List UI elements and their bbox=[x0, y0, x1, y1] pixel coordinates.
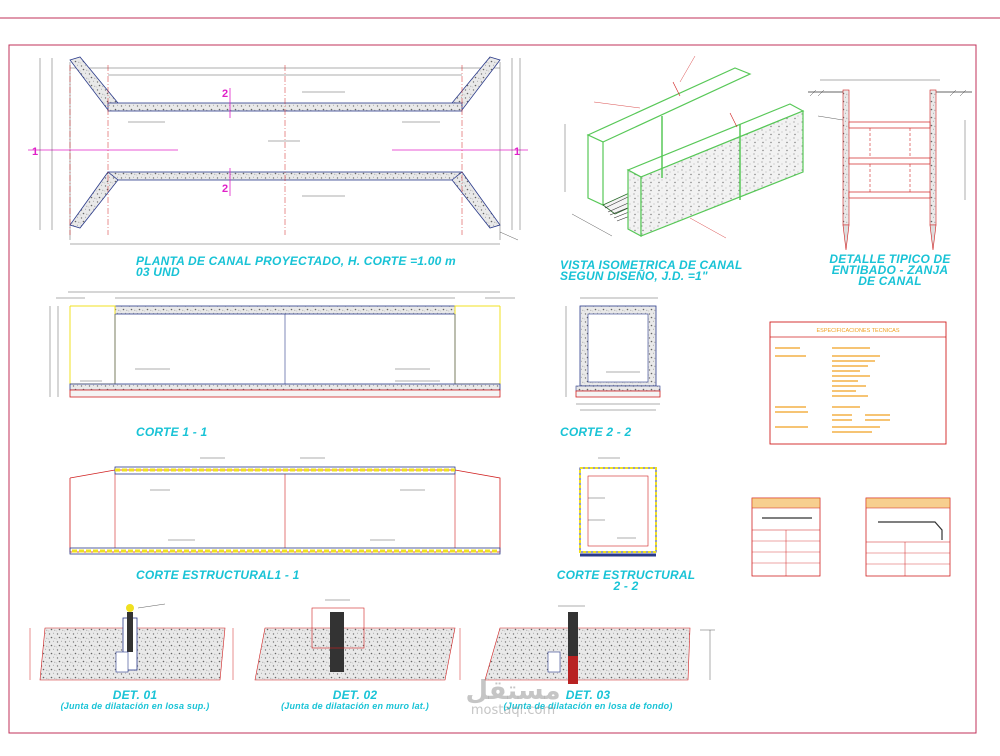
sheet-frame bbox=[0, 17, 1000, 734]
corte-1-1-title: CORTE 1 - 1 bbox=[136, 425, 208, 439]
corte-1-1 bbox=[49, 291, 515, 398]
detail-01 bbox=[29, 603, 234, 681]
planta-title-line2: 03 UND bbox=[136, 265, 180, 279]
section-mark-1-right: 1 bbox=[514, 146, 520, 158]
det-02-label: DET. 02 bbox=[332, 688, 378, 702]
section-mark-2-top: 2 bbox=[222, 88, 228, 100]
iso-title-line1: VISTA ISOMETRICA DE CANAL bbox=[560, 258, 743, 272]
corte-estructural-1-1-title: CORTE ESTRUCTURAL1 - 1 bbox=[136, 568, 300, 582]
corte-estructural-1-1 bbox=[69, 457, 501, 555]
watermark-latin: mostaqi.com bbox=[470, 703, 556, 718]
det-03-subtitle: (Junta de dilatación en losa de fondo) bbox=[503, 701, 673, 711]
planta-plan-view bbox=[28, 56, 528, 245]
watermark-arabic: مستقل bbox=[465, 676, 561, 706]
section-mark-1-left: 1 bbox=[32, 146, 38, 158]
entibado-title-line1: DETALLE TIPICO DE bbox=[829, 252, 951, 266]
rebar-table-2 bbox=[865, 497, 951, 577]
detail-03 bbox=[484, 605, 715, 684]
corte-estructural-2-2-title: CORTE ESTRUCTURAL 2 - 2 bbox=[556, 568, 696, 593]
planta-title: PLANTA DE CANAL PROYECTADO, H. CORTE =1.… bbox=[136, 254, 466, 279]
section-mark-2-bottom: 2 bbox=[222, 183, 228, 195]
det-01-subtitle: (Junta de dilatación en losa sup.) bbox=[60, 701, 210, 711]
corte-2-2-title: CORTE 2 - 2 bbox=[560, 425, 632, 439]
det-02-subtitle: (Junta de dilatación en muro lat.) bbox=[281, 701, 429, 711]
corte-estructural-2-2 bbox=[579, 457, 657, 557]
det-02-title: DET. 02 (Junta de dilatación en muro lat… bbox=[250, 688, 460, 711]
det-01-title: DET. 01 (Junta de dilatación en losa sup… bbox=[30, 688, 240, 711]
entibado-title-line2: ENTIBADO - ZANJA bbox=[831, 263, 949, 277]
isometric-view bbox=[564, 55, 805, 239]
planta-title-line1: PLANTA DE CANAL PROYECTADO, H. CORTE =1.… bbox=[136, 254, 456, 268]
det-03-title: DET. 03 (Junta de dilatación en losa de … bbox=[478, 688, 698, 711]
entibado-title: DETALLE TIPICO DE ENTIBADO - ZANJA DE CA… bbox=[820, 252, 960, 288]
corte-estructural-2-2-line1: CORTE ESTRUCTURAL bbox=[556, 568, 696, 582]
rebar-table-1 bbox=[751, 497, 821, 577]
det-03-label: DET. 03 bbox=[565, 688, 611, 702]
specs-table bbox=[769, 321, 947, 445]
det-01-label: DET. 01 bbox=[112, 688, 158, 702]
corte-estructural-2-2-line2: 2 - 2 bbox=[613, 579, 639, 593]
entibado-title-line3: DE CANAL bbox=[858, 274, 922, 288]
watermark-logo: مستقل mostaqi.com bbox=[448, 678, 578, 718]
corte-2-2 bbox=[565, 297, 661, 411]
iso-title: VISTA ISOMETRICA DE CANAL SEGUN DISEÑO, … bbox=[560, 258, 760, 283]
detail-02 bbox=[254, 599, 461, 681]
entibado-detail bbox=[808, 79, 972, 251]
iso-title-line2: SEGUN DISEÑO, J.D. =1" bbox=[560, 269, 708, 283]
specs-heading: ESPECIFICACIONES TECNICAS bbox=[816, 328, 899, 334]
